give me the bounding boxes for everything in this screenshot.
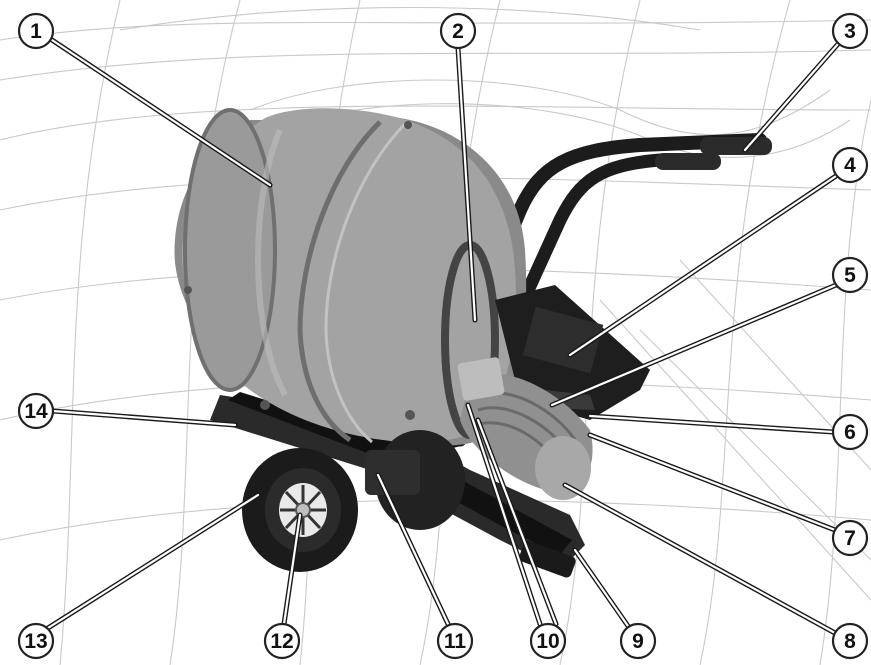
cement-mixer [174, 108, 772, 578]
leader-lines [45, 37, 841, 636]
callout-9: 9 [619, 622, 657, 660]
callout-2: 2 [439, 12, 477, 50]
callout-6: 6 [831, 413, 869, 451]
callout-circle [831, 519, 869, 557]
callout-11: 11 [436, 622, 474, 660]
leader-line-3-core [743, 42, 840, 152]
callout-number: 9 [632, 630, 644, 653]
callout-4: 4 [831, 146, 869, 184]
callout-number: 7 [844, 527, 856, 550]
callout-circle [439, 12, 477, 50]
leader-line-11-core [376, 473, 450, 626]
callout-number: 1 [30, 20, 42, 43]
leader-line-6-core [588, 414, 835, 434]
callout-14: 14 [17, 392, 55, 430]
callout-circle [17, 622, 55, 660]
callout-1: 1 [17, 12, 55, 50]
callout-7: 7 [831, 519, 869, 557]
callout-circle [619, 622, 657, 660]
handle-grip [700, 137, 772, 155]
leader-line-10-core [466, 403, 542, 626]
callout-number: 4 [844, 154, 856, 177]
callout-number: 11 [444, 630, 467, 653]
leader-line-2-core [456, 46, 477, 322]
callout-8: 8 [831, 622, 869, 660]
callout-number: 8 [844, 630, 856, 653]
callout-circle [436, 622, 474, 660]
callout-12: 12 [263, 622, 301, 660]
leader-line-8-core [563, 483, 837, 635]
leader-line-7-core [588, 433, 837, 532]
leader-line-10-core [476, 418, 558, 626]
callout-10: 10 [529, 622, 567, 660]
frame-foot [519, 540, 576, 578]
callout-number: 12 [270, 630, 293, 653]
callout-circle [831, 256, 869, 294]
callout-circle [263, 622, 301, 660]
callout-circle [529, 622, 567, 660]
callout-13: 13 [17, 622, 55, 660]
callout-circle [831, 146, 869, 184]
callout-number: 6 [844, 421, 856, 444]
callout-circle [831, 622, 869, 660]
leader-line-5-core [550, 283, 838, 407]
axle-bracket [365, 450, 420, 495]
callout-circle [17, 392, 55, 430]
callout-circle [831, 12, 869, 50]
motor-end-cap [535, 436, 591, 500]
drum-opening [183, 108, 277, 392]
warning-label [522, 306, 604, 374]
callout-3: 3 [831, 12, 869, 50]
callout-circle [17, 12, 55, 50]
callout-number: 5 [844, 264, 856, 287]
handle-frame [413, 133, 767, 457]
leader-line-1-core [50, 38, 272, 187]
callout-circle [831, 413, 869, 451]
callout-number: 2 [452, 20, 464, 43]
leader-line-14-core [51, 409, 237, 427]
callout-number: 13 [24, 630, 47, 653]
callout-number: 14 [24, 400, 48, 423]
leader-line-4-core [568, 174, 838, 357]
callout-5: 5 [831, 256, 869, 294]
callout-number: 10 [536, 630, 559, 653]
leader-line-9-core [573, 548, 630, 628]
motor-terminal-box [457, 357, 505, 401]
leader-line-12-core [282, 513, 302, 626]
leader-line-13-core [46, 493, 260, 630]
handle-grip [655, 153, 721, 170]
callout-number: 3 [844, 20, 856, 43]
